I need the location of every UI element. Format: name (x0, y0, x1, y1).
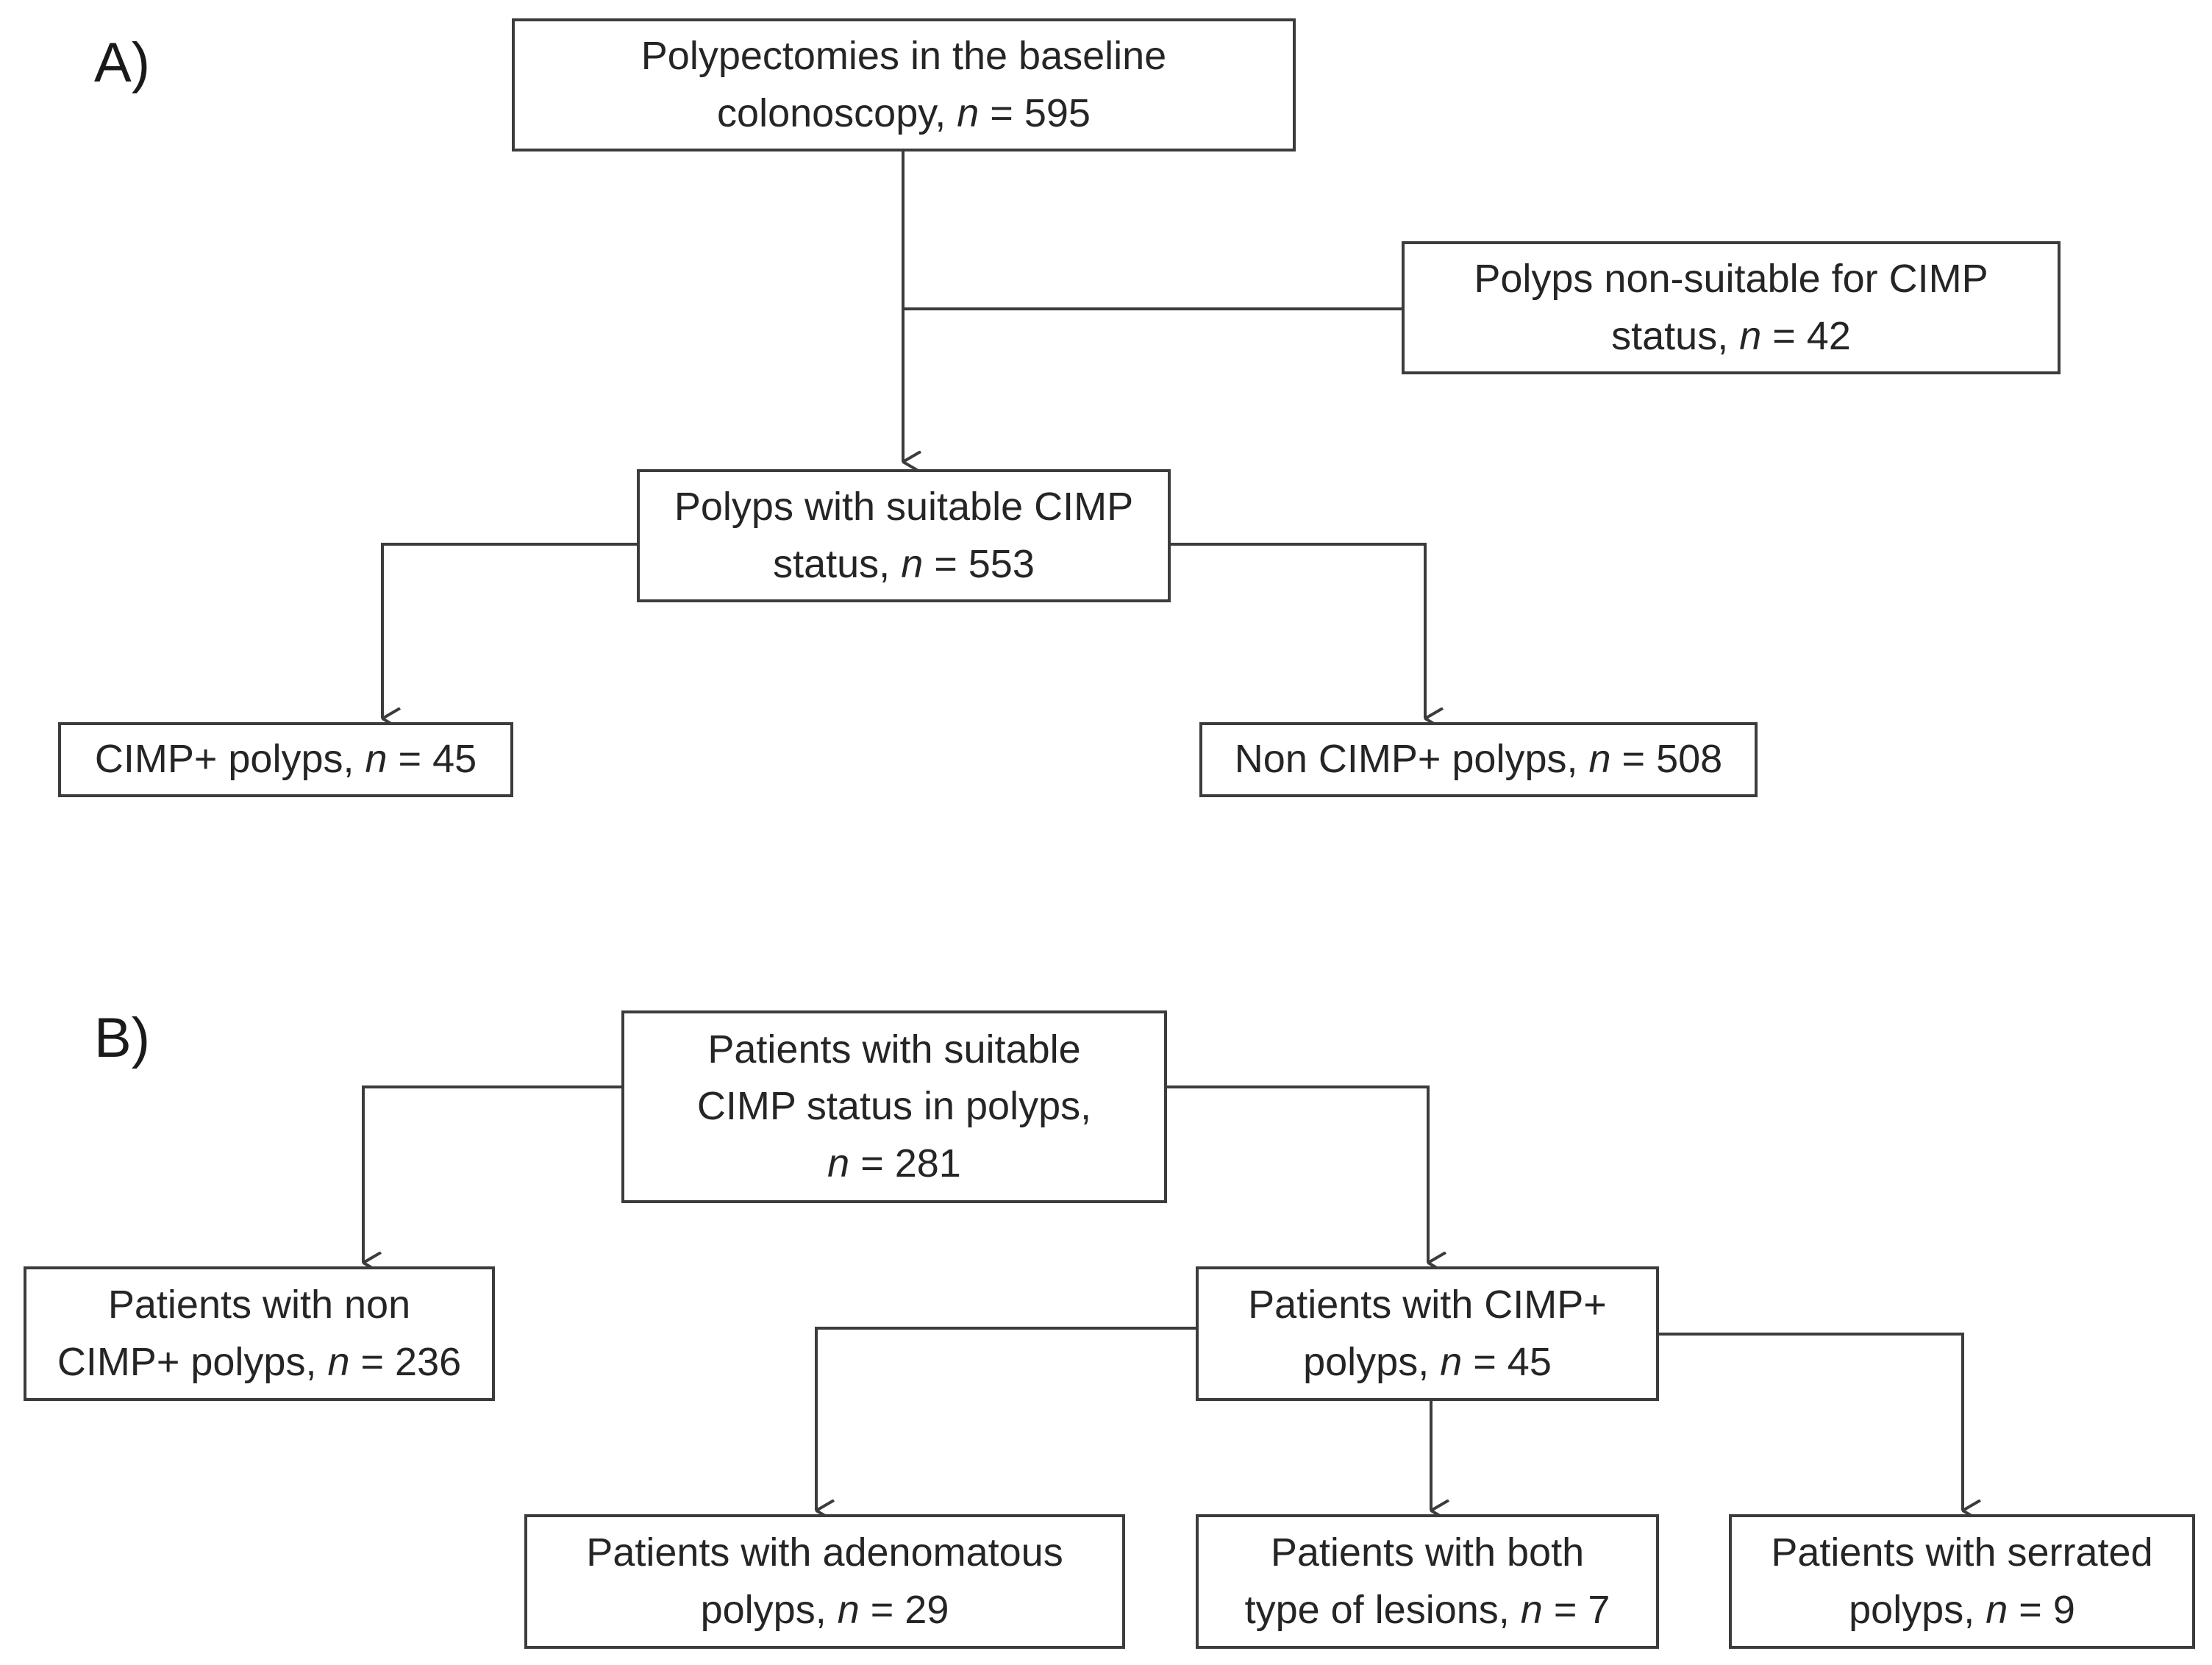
node-line: status, n = 42 (1611, 308, 1851, 365)
node-line: CIMP status in polyps, (696, 1084, 1092, 1129)
node-line: Patients with non (107, 1283, 411, 1327)
n-symbol: n (837, 1587, 860, 1632)
n-symbol: n (1520, 1587, 1543, 1632)
arrow-cimp-to-serrated (1659, 1333, 1963, 1511)
arrow-patients-to-non-cimp (362, 1085, 621, 1263)
count-value: = 45 (387, 737, 477, 782)
arrow-cimp-to-adenomatous (815, 1327, 1196, 1511)
node-patients-non-cimp: Patients with non CIMP+ polyps, n = 236 (24, 1266, 495, 1401)
node-polyps-nonsuitable: Polyps non-suitable for CIMP status, n =… (1402, 241, 2061, 374)
node-line: polyps, n = 9 (1849, 1582, 2075, 1639)
node-line: polyps, n = 29 (701, 1582, 949, 1639)
node-baseline-polypectomies: Polypectomies in the baseline colonoscop… (512, 18, 1296, 151)
count-value: = 553 (923, 541, 1035, 586)
text: status, (1611, 313, 1740, 358)
node-line: Non CIMP+ polyps, n = 508 (1235, 731, 1722, 788)
text: polyps, (1849, 1587, 1986, 1632)
n-symbol: n (1986, 1587, 2008, 1632)
node-polyps-suitable: Polyps with suitable CIMP status, n = 55… (637, 469, 1171, 602)
node-cimp-negative-polyps: Non CIMP+ polyps, n = 508 (1199, 722, 1758, 797)
count-value: = 236 (349, 1339, 462, 1384)
n-symbol: n (957, 90, 980, 135)
node-line: Patients with suitable (707, 1027, 1081, 1072)
n-symbol: n (827, 1141, 850, 1186)
count-value: = 45 (1462, 1339, 1552, 1384)
node-patients-adenomatous: Patients with adenomatous polyps, n = 29 (524, 1514, 1125, 1649)
arrow-patients-to-cimp (1167, 1085, 1428, 1263)
node-line: Patients with CIMP+ (1248, 1283, 1607, 1327)
text: CIMP+ polyps, (57, 1339, 328, 1384)
n-symbol: n (327, 1339, 350, 1384)
text: status, (773, 541, 902, 586)
text: type of lesions, (1244, 1587, 1521, 1632)
node-line: Polyps with suitable CIMP (674, 485, 1134, 530)
n-symbol: n (365, 737, 388, 782)
panel-a-label: A) (94, 32, 150, 94)
arrow-suitable-to-cimp-positive (381, 543, 637, 719)
node-patients-suitable: Patients with suitable CIMP status in po… (621, 1010, 1167, 1203)
node-line: colonoscopy, n = 595 (717, 85, 1091, 142)
node-line: polyps, n = 45 (1303, 1334, 1552, 1391)
n-symbol: n (1440, 1339, 1463, 1384)
text: Non CIMP+ polyps, (1234, 737, 1589, 782)
node-line: Patients with adenomatous (586, 1530, 1063, 1575)
node-line: type of lesions, n = 7 (1245, 1582, 1610, 1639)
count-value: = 42 (1761, 313, 1851, 358)
n-symbol: n (901, 541, 924, 586)
node-patients-serrated: Patients with serrated polyps, n = 9 (1729, 1514, 2195, 1649)
n-symbol: n (1739, 313, 1762, 358)
node-line: CIMP+ polyps, n = 45 (95, 731, 477, 788)
node-line: Patients with serrated (1771, 1530, 2153, 1575)
count-value: = 9 (2008, 1587, 2075, 1632)
node-patients-both: Patients with both type of lesions, n = … (1196, 1514, 1659, 1649)
count-value: = 281 (849, 1141, 961, 1186)
node-line: Patients with both (1270, 1530, 1585, 1575)
node-line: n = 281 (827, 1135, 961, 1192)
node-line: Polypectomies in the baseline (641, 34, 1167, 79)
count-value: = 508 (1610, 737, 1723, 782)
text: CIMP+ polyps, (94, 737, 365, 782)
panel-b-label: B) (94, 1007, 150, 1069)
node-cimp-positive-polyps: CIMP+ polyps, n = 45 (58, 722, 513, 797)
count-value: = 29 (859, 1587, 949, 1632)
text: polyps, (700, 1587, 838, 1632)
node-patients-cimp: Patients with CIMP+ polyps, n = 45 (1196, 1266, 1659, 1401)
arrow-suitable-to-cimp-negative (1171, 543, 1425, 719)
text: polyps, (1303, 1339, 1441, 1384)
node-line: status, n = 553 (773, 536, 1035, 593)
count-value: = 7 (1542, 1587, 1610, 1632)
count-value: = 595 (979, 90, 1091, 135)
n-symbol: n (1588, 737, 1611, 782)
text: colonoscopy, (717, 90, 957, 135)
node-line: Polyps non-suitable for CIMP (1474, 257, 1988, 302)
node-line: CIMP+ polyps, n = 236 (57, 1334, 461, 1391)
